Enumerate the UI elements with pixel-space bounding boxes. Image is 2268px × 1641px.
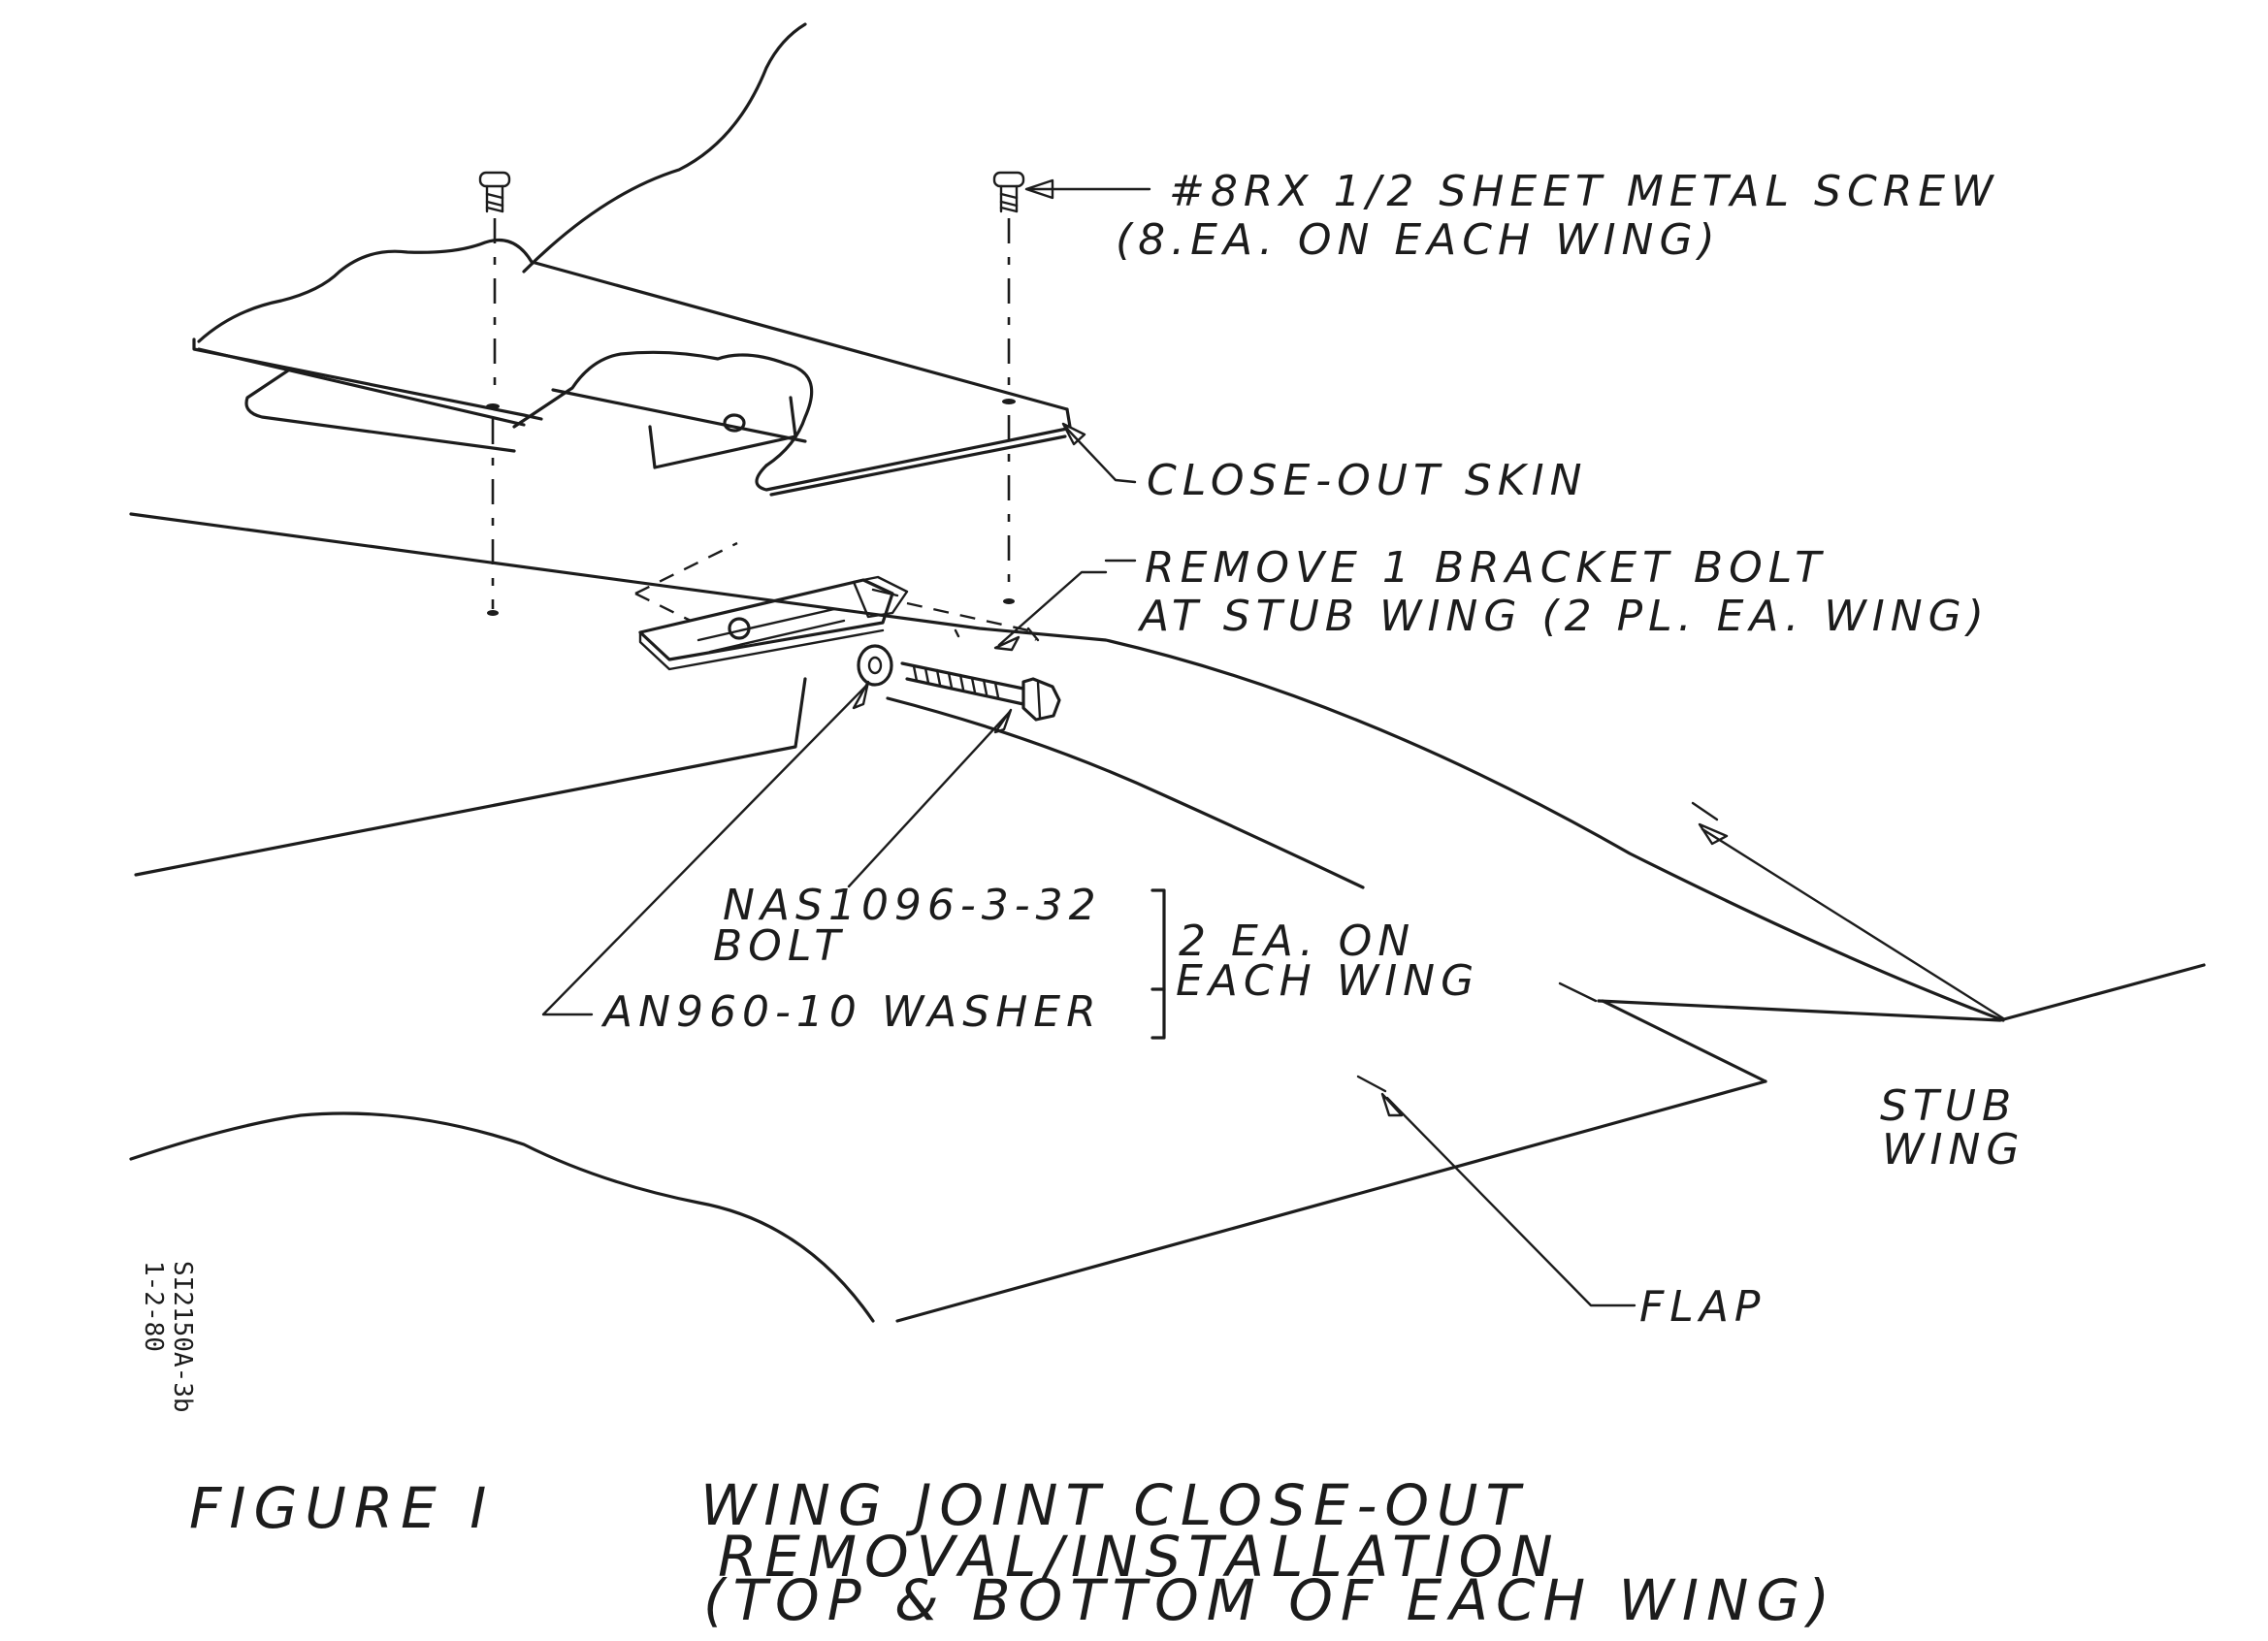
bolt-label-line2: BOLT xyxy=(713,921,846,971)
quantity-brace xyxy=(1150,888,1166,1040)
quantity-label-line2: EACH WING xyxy=(1176,956,1479,1006)
close-out-skin-part xyxy=(192,238,1072,497)
stub-wing xyxy=(1558,963,2206,1083)
bracket-label-line1: REMOVE 1 BRACKET BOLT xyxy=(1145,543,1827,593)
stub-wing-label-line1: STUB xyxy=(1880,1081,2017,1131)
leader-bracket-bolt xyxy=(993,559,1137,652)
leader-screw xyxy=(1024,178,1151,200)
wing-outline xyxy=(129,22,2005,1323)
sheet-metal-screw-left xyxy=(478,171,511,616)
drawing-number-line2: 1-2-80 xyxy=(139,1261,168,1352)
bolt-label-line1: NAS1096-3-32 xyxy=(723,881,1102,930)
leader-washer xyxy=(541,680,870,1016)
flap-label: FLAP xyxy=(1639,1282,1766,1332)
bracket-label-line2: AT STUB WING (2 PL. EA. WING) xyxy=(1137,592,1990,641)
drawing-number: SI2150A-3b 1-2-80 xyxy=(139,1261,197,1413)
leader-close-out-skin xyxy=(1061,422,1137,484)
quantity-label-line1: 2 EA. ON xyxy=(1179,917,1415,966)
leader-stub-wing xyxy=(1691,801,2005,1020)
screw-label-line2: (8.EA. ON EACH WING) xyxy=(1116,215,1721,265)
screw-label-line1: #8RX 1/2 SHEET METAL SCREW xyxy=(1169,167,1999,216)
leader-bolt xyxy=(847,708,1013,888)
nas1096-bolt xyxy=(900,661,1061,722)
figure-number: FIGURE I xyxy=(189,1475,494,1541)
caption-line1: WING JOINT CLOSE-OUT xyxy=(700,1472,1528,1538)
an960-washer xyxy=(857,644,893,687)
drawing-number-line1: SI2150A-3b xyxy=(168,1261,197,1413)
close-out-skin-label: CLOSE-OUT SKIN xyxy=(1147,456,1588,505)
caption-line3: (TOP & BOTTOM OF EACH WING) xyxy=(703,1567,1837,1633)
washer-label: AN960-10 WASHER xyxy=(600,987,1102,1037)
caption-line2: REMOVAL/INSTALLATION xyxy=(718,1524,1561,1590)
stub-wing-label-line2: WING xyxy=(1882,1125,2025,1174)
bracket-assembly xyxy=(634,541,1040,671)
sheet-metal-screw-right xyxy=(992,171,1025,604)
leader-flap xyxy=(1356,1075,1636,1307)
